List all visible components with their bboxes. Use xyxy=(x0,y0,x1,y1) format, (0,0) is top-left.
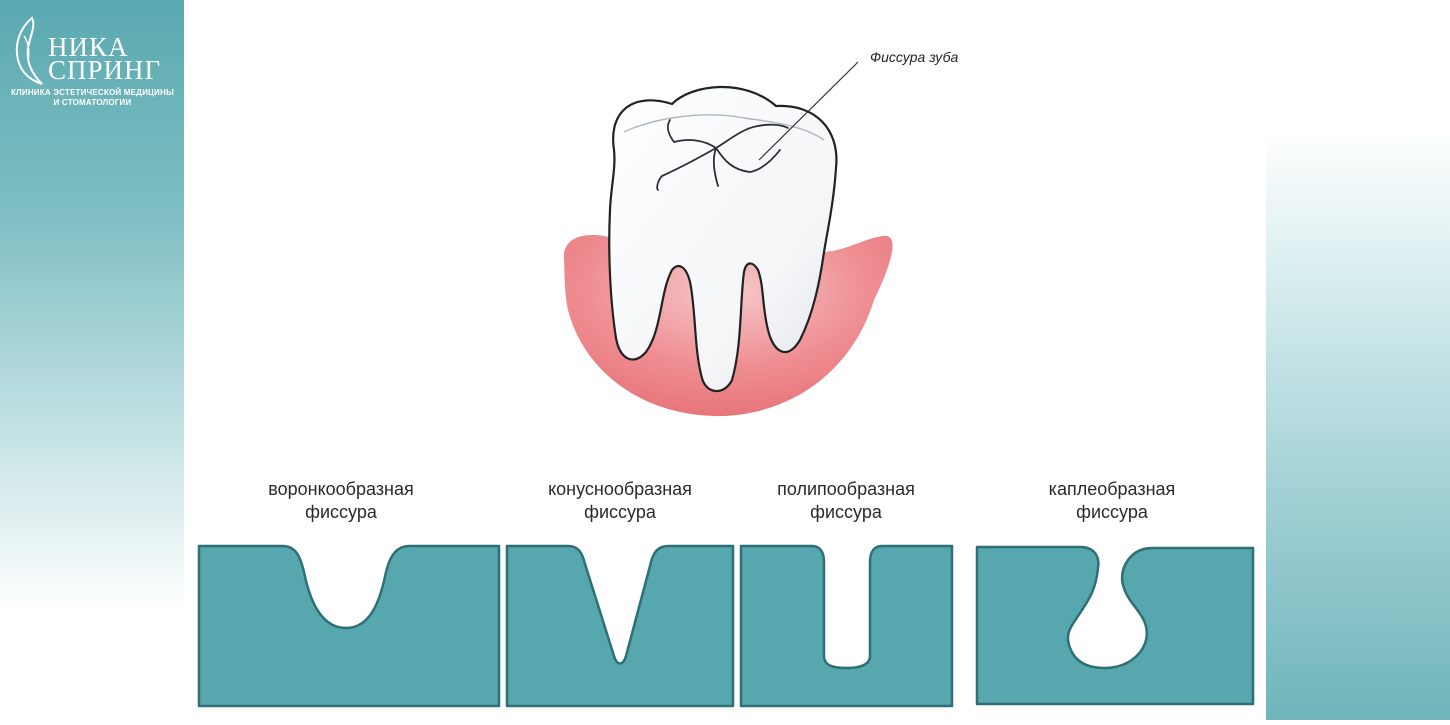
logo-line-2: СПРИНГ xyxy=(48,55,162,85)
fissure-label-funnel-line-2: фиссура xyxy=(305,502,378,522)
fissure-label-funnel-line-1: воронкообразная xyxy=(268,479,414,499)
fissure-label-drop-line-1: каплеобразная xyxy=(1049,479,1176,499)
tooth xyxy=(608,85,838,393)
fissure-blocks xyxy=(197,544,1255,708)
fissure-label-polyp-line-1: полипообразная xyxy=(777,479,915,499)
fissure-block-cone xyxy=(505,544,735,708)
callout-label: Фиссура зуба xyxy=(870,49,958,65)
logo-subtitle-line-2: И СТОМАТОЛОГИИ xyxy=(53,98,132,107)
fissure-label-drop-line-2: фиссура xyxy=(1076,502,1149,522)
right-side-panel xyxy=(1266,0,1450,720)
fissure-label-cone-line-1: конуснообразная xyxy=(548,479,692,499)
clinic-logo: НИКА СПРИНГ КЛИНИКА ЭСТЕТИЧЕСКОЙ МЕДИЦИН… xyxy=(10,14,175,114)
tooth-fissure-lines xyxy=(656,119,789,191)
fissure-callout: Фиссура зуба xyxy=(758,49,958,161)
left-side-panel: НИКА СПРИНГ КЛИНИКА ЭСТЕТИЧЕСКОЙ МЕДИЦИН… xyxy=(0,0,184,720)
leaf-woman-logo-icon xyxy=(15,16,43,85)
logo-subtitle-line-1: КЛИНИКА ЭСТЕТИЧЕСКОЙ МЕДИЦИНЫ xyxy=(10,88,175,97)
logo-subtitle: КЛИНИКА ЭСТЕТИЧЕСКОЙ МЕДИЦИНЫ И СТОМАТОЛ… xyxy=(10,88,175,108)
callout-line xyxy=(758,61,859,161)
fissure-block-drop xyxy=(975,545,1255,706)
fissure-diagram: Фиссура зуба воронкообразная фиссура кон… xyxy=(197,49,1255,708)
fissure-label-cone-line-2: фиссура xyxy=(584,502,657,522)
fissure-label-polyp-line-2: фиссура xyxy=(810,502,883,522)
logo-line-1: НИКА xyxy=(48,32,129,62)
fissure-block-funnel xyxy=(197,544,501,708)
diagram-area: Фиссура зуба воронкообразная фиссура кон… xyxy=(184,0,1266,720)
fissure-labels: воронкообразная фиссура конуснообразная … xyxy=(268,479,1175,522)
fissure-block-polyp xyxy=(739,544,954,708)
